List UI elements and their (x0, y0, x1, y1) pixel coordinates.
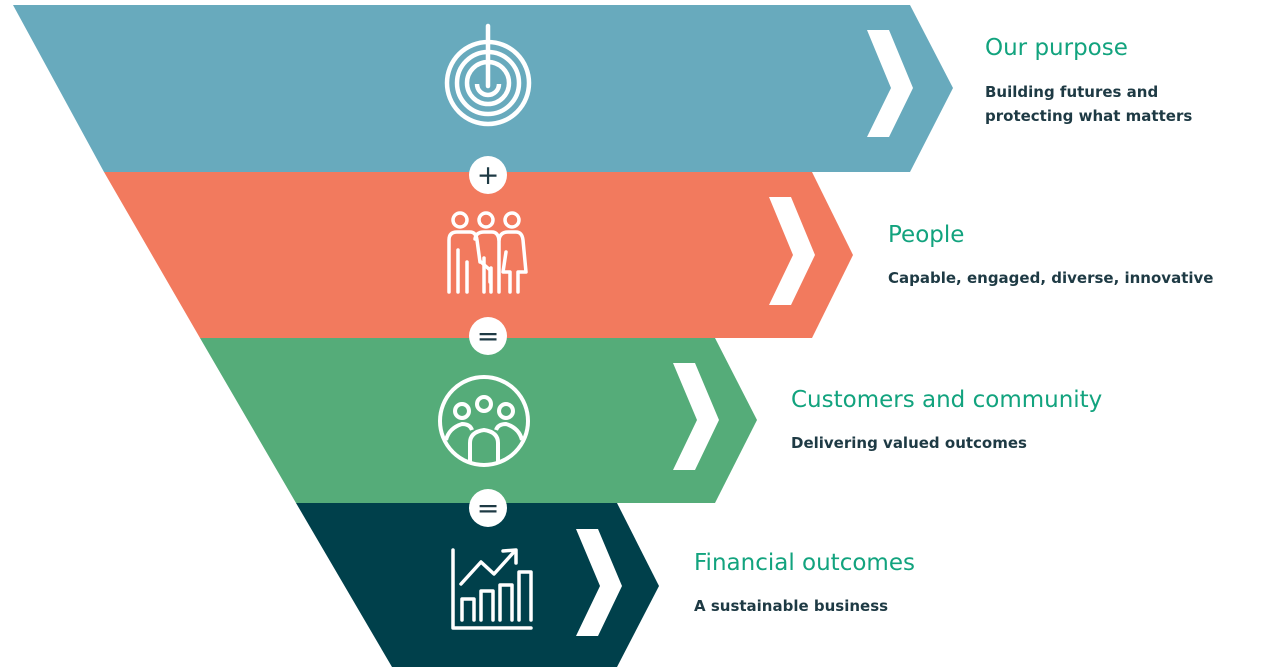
plus-operator: + (469, 156, 507, 194)
purpose-description-line: protecting what matters (985, 107, 1193, 125)
band-customers (200, 338, 757, 503)
chevron-right-icon (576, 529, 622, 636)
chevron-right-icon (673, 363, 719, 470)
people-group-icon (447, 211, 528, 294)
equals-symbol: = (477, 321, 500, 352)
plus-symbol: + (477, 160, 500, 191)
people-title: People (888, 222, 965, 248)
customers-title: Customers and community (791, 387, 1103, 413)
chevron-right-icon (769, 197, 815, 305)
financial-title: Financial outcomes (694, 550, 915, 576)
target-icon (444, 23, 532, 127)
financial-description: A sustainable business (694, 594, 888, 618)
purpose-description: Building futures and protecting what mat… (985, 80, 1192, 128)
band-financial (296, 503, 659, 667)
equals-symbol: = (477, 493, 500, 524)
people-description: Capable, engaged, diverse, innovative (888, 266, 1213, 290)
customers-description: Delivering valued outcomes (791, 431, 1027, 455)
community-circle-icon (438, 375, 530, 467)
equals-operator: = (469, 489, 507, 527)
band-purpose (13, 5, 953, 172)
growth-chart-icon (451, 548, 533, 630)
people-description-line: Capable, engaged, diverse, innovative (888, 269, 1214, 287)
chevron-right-icon (867, 30, 913, 137)
purpose-description-line: Building futures and (985, 83, 1159, 101)
purpose-title: Our purpose (985, 35, 1128, 61)
customers-description-line: Delivering valued outcomes (791, 434, 1027, 452)
equals-operator: = (469, 317, 507, 355)
financial-description-line: A sustainable business (694, 597, 889, 615)
